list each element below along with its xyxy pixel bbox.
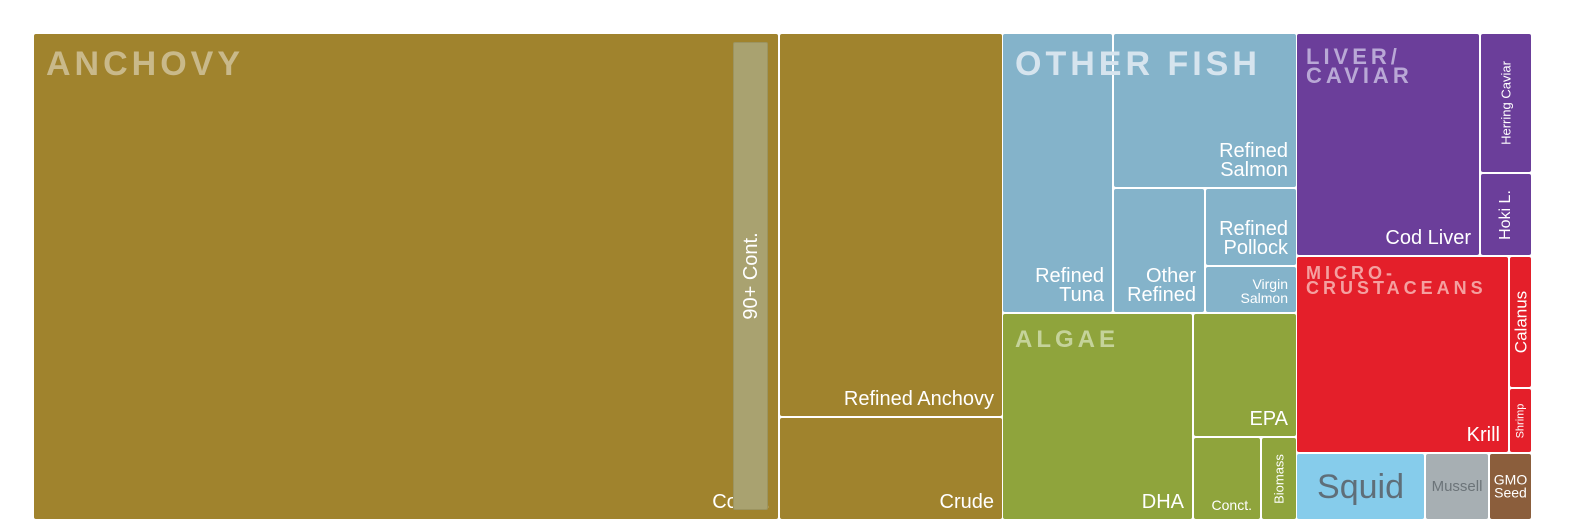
treemap-tile-conct-0: Conct. [34,34,778,519]
treemap-label-epa-2: EPA [1249,408,1288,430]
treemap-tile-gmo-seed-5: GMO Seed [1490,454,1531,519]
treemap-tile-other-refined-1: Other Refined [1114,189,1204,312]
treemap-tile-90-cont-0: 90+ Cont. [733,42,768,510]
treemap-tile-shrimp-4: Shrimp [1510,389,1531,452]
treemap-tile-biomass-2: Biomass [1262,438,1296,519]
group-label-anchovy: ANCHOVY [46,45,245,83]
treemap-tile-hoki-l-3: Hoki L. [1481,174,1531,255]
treemap-tile-refined-salmon-1: Refined Salmon [1114,34,1296,187]
group-label-liver-caviar: LIVER/ CAVIAR [1306,44,1413,88]
treemap-label-calanus-4: Calanus [1511,290,1530,354]
treemap-tile-epa-2: EPA [1194,314,1296,436]
treemap-tile-refined-tuna-1: Refined Tuna [1003,34,1112,312]
group-label-micro-crustaceans: MICRO- CRUSTACEANS [1306,263,1487,299]
treemap-label-gmo-seed-5: GMO Seed [1493,471,1528,501]
treemap-tile-refined-anchovy-0: Refined Anchovy [780,34,1002,416]
group-label-algae: ALGAE [1015,326,1119,353]
treemap-label-squid-5: Squid [1317,467,1404,506]
treemap-tile-calanus-4: Calanus [1510,257,1531,387]
treemap-label-shrimp-4: Shrimp [1514,403,1526,438]
treemap-tile-krill-4: Krill [1297,257,1508,452]
treemap-label-herring-caviar-3: Herring Caviar [1498,61,1514,145]
treemap-tile-cod-liver-3: Cod Liver [1297,34,1479,255]
treemap-tile-dha-2: DHA [1003,314,1192,519]
treemap-label-virgin-salmon-1: Virgin Salmon [1240,276,1288,306]
treemap-label-dha-2: DHA [1141,491,1184,513]
treemap-label-other-refined-1: Other Refined [1127,265,1196,306]
treemap-label-biomass-2: Biomass [1271,453,1287,504]
treemap-tile-crude-0: Crude [780,418,1002,519]
treemap-label-mussell-5: Mussell [1431,477,1483,495]
treemap-label-refined-tuna-1: Refined Tuna [1035,265,1104,306]
treemap-tile-conct-2: Conct. [1194,438,1260,519]
treemap-tile-refined-pollock-1: Refined Pollock [1206,189,1296,265]
treemap-label-cod-liver-3: Cod Liver [1385,227,1471,249]
treemap-tile-herring-caviar-3: Herring Caviar [1481,34,1531,172]
treemap-label-refined-pollock-1: Refined Pollock [1219,218,1288,259]
treemap-label-crude-0: Crude [939,491,994,513]
treemap-tile-virgin-salmon-1: Virgin Salmon [1206,267,1296,312]
treemap-label-hoki-l-3: Hoki L. [1497,189,1514,240]
group-label-other-fish: OTHER FISH [1015,45,1261,83]
treemap-label-90-cont-0: 90+ Cont. [739,232,762,320]
treemap-label-krill-4: Krill [1466,424,1500,446]
treemap-tile-squid-5: Squid [1297,454,1424,519]
treemap-label-conct-2: Conct. [1211,496,1252,513]
treemap-label-refined-anchovy-0: Refined Anchovy [843,388,994,410]
treemap-tile-mussell-5: Mussell [1426,454,1488,519]
treemap-label-refined-salmon-1: Refined Salmon [1219,140,1288,181]
